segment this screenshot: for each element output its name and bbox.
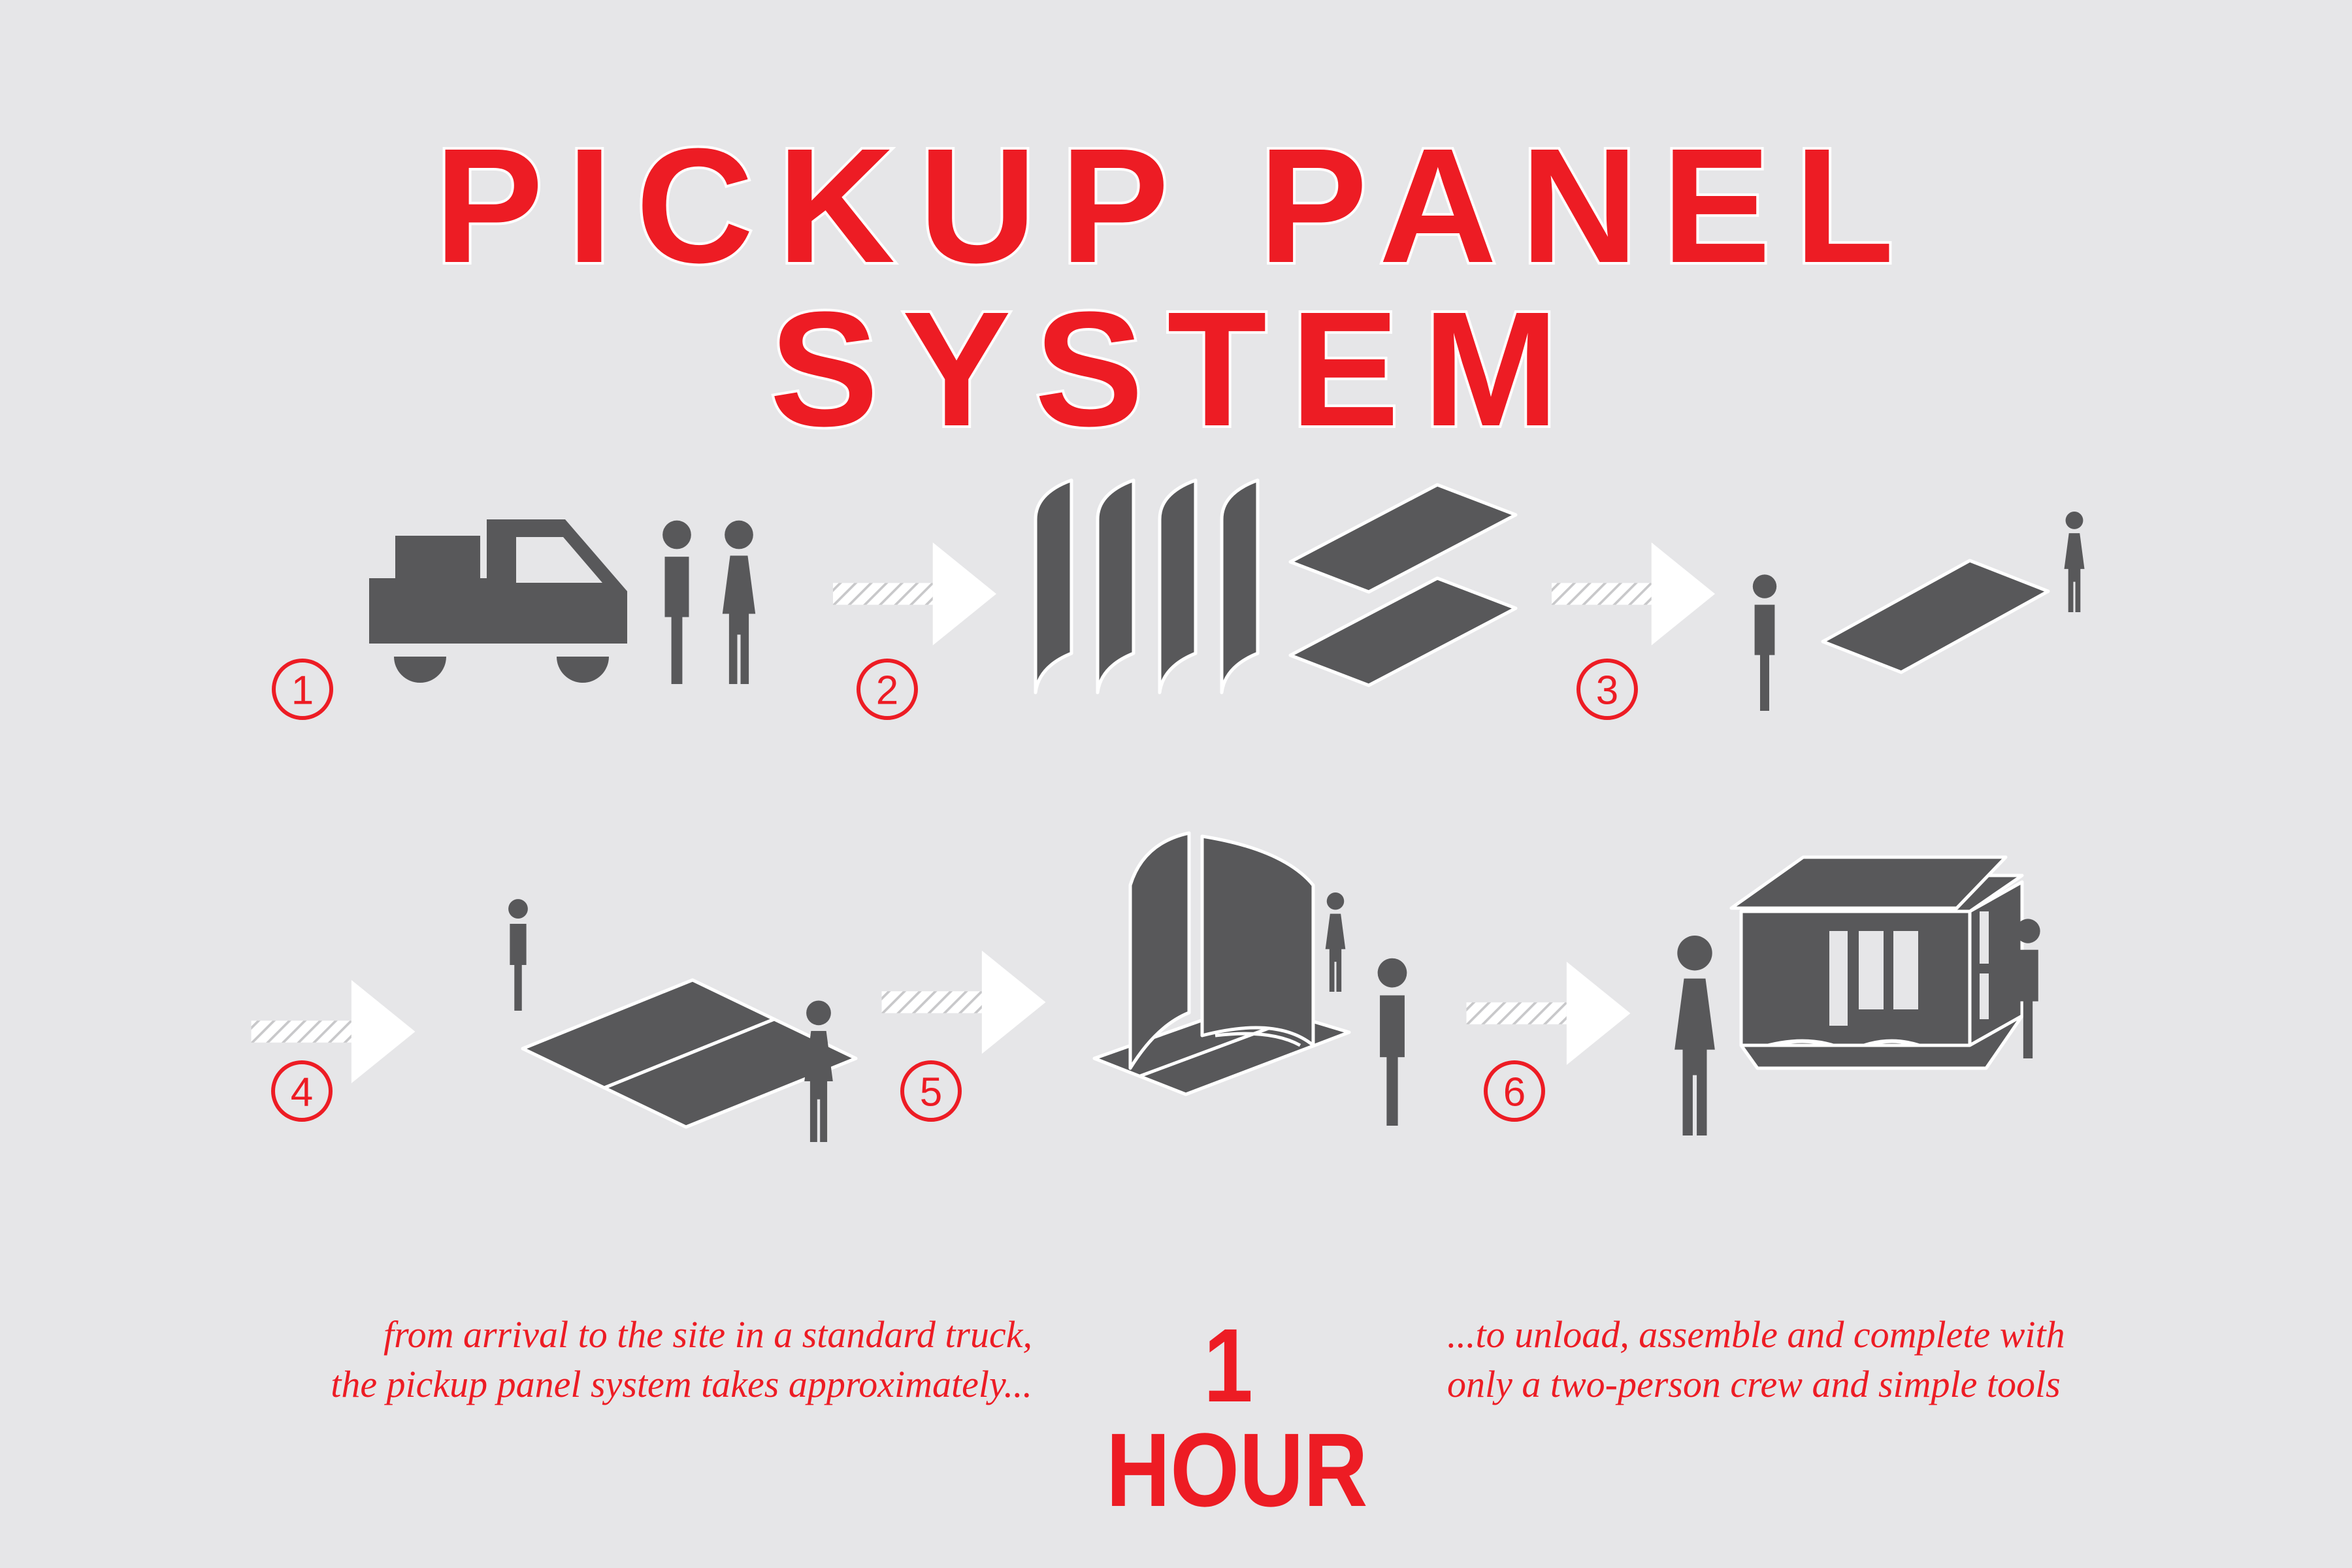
person-woman-icon [1674, 936, 1715, 1135]
truck-wheel-icon [557, 657, 609, 683]
step-number-label: 1 [291, 668, 314, 713]
step-number-label: 3 [1596, 668, 1618, 713]
page-title: PICKUP PANEL SYSTEM [432, 114, 1918, 460]
person-woman-icon [2064, 512, 2085, 612]
step-number-label: 2 [876, 668, 898, 713]
person-woman-icon [1325, 892, 1346, 992]
step-number-5: 5 [900, 1060, 962, 1122]
caption-left-line-1: from arrival to the site in a standard t… [384, 1313, 1032, 1356]
person-man-icon [1752, 574, 1777, 711]
step-number-4: 4 [271, 1060, 333, 1122]
arrow-right-icon [251, 980, 416, 1083]
wall-assembly-icon [1092, 831, 1407, 1126]
step-number-label: 5 [920, 1070, 942, 1115]
truck-wheel-icon [394, 657, 446, 683]
caption-right: ...to unload, assemble and complete with… [1447, 1310, 2172, 1409]
person-man-icon [508, 899, 528, 1011]
panel-stack-icon [1034, 478, 1518, 694]
person-man-icon [662, 520, 691, 684]
person-woman-icon [804, 1000, 833, 1142]
truck-cargo-icon [395, 536, 480, 580]
person-woman-icon [722, 520, 756, 684]
floor-assembly-icon [508, 899, 858, 1142]
caption-right-line-1: ...to unload, assemble and complete with [1447, 1313, 2065, 1356]
arrow-right-icon [833, 542, 996, 645]
step-number-label: 4 [291, 1070, 313, 1115]
step-number-6: 6 [1484, 1060, 1545, 1122]
truck-and-crew-icon [369, 519, 756, 684]
completed-structure-icon [1674, 855, 2040, 1135]
step-number-1: 1 [272, 659, 333, 720]
caption-right-line-2: only a two-person crew and simple tools [1447, 1363, 2061, 1405]
arrow-right-icon [1466, 962, 1631, 1065]
caption-left-line-2: the pickup panel system takes approximat… [331, 1363, 1032, 1405]
duration-label: 1 HOUR [1106, 1307, 1368, 1528]
caption-left: from arrival to the site in a standard t… [189, 1310, 1032, 1409]
arrow-right-icon [881, 951, 1046, 1054]
step-number-2: 2 [857, 659, 918, 720]
step-number-3: 3 [1576, 659, 1638, 720]
arrow-right-icon [1552, 542, 1715, 645]
step-number-label: 6 [1503, 1070, 1526, 1115]
person-man-icon [1377, 958, 1407, 1126]
floor-panel-carry-icon [1752, 512, 2085, 711]
